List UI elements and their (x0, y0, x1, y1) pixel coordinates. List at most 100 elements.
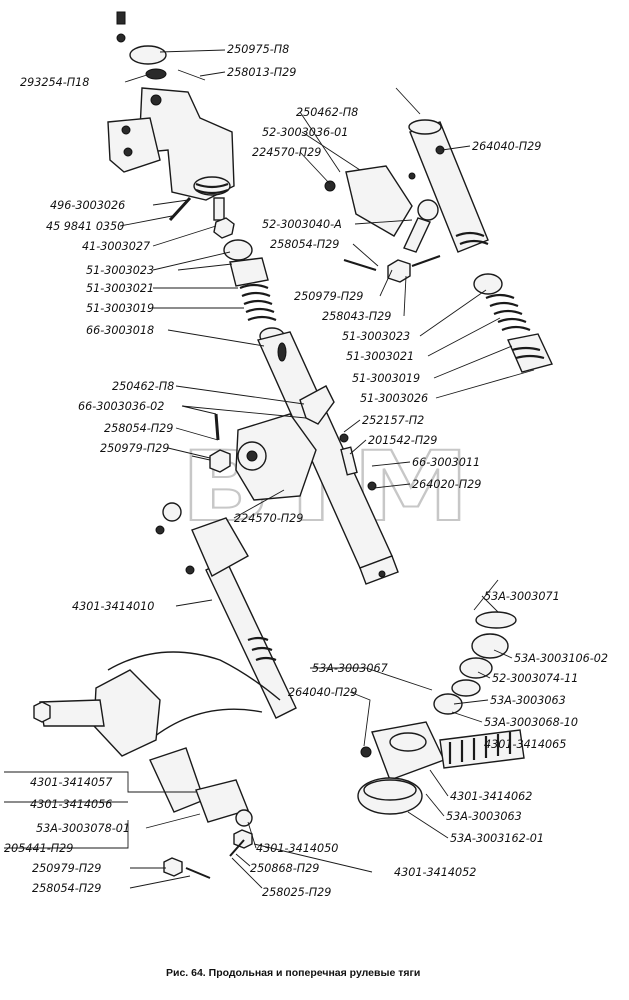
callout-label: 52-3003074-11 (492, 672, 578, 685)
ball-pin-ball-part (417, 199, 439, 221)
rod-clamp-ball-part (162, 502, 182, 522)
callout-label: 4301-3414065 (484, 738, 566, 751)
yoke-plate-part (299, 385, 335, 425)
ball-end-nut-part (233, 829, 253, 849)
cotter-pin-right-part (411, 255, 441, 267)
callout-label: 201542-П29 (368, 434, 437, 447)
callout-label: 264020-П29 (412, 478, 481, 491)
right-fitting-part (367, 481, 377, 491)
tie-rod-end-assembly (357, 579, 525, 815)
dust-boot-rim-part (363, 779, 417, 801)
tie-rod-thread-icon (448, 732, 512, 764)
right-cylinder-cap-part (408, 119, 442, 135)
callout-label: 53А-3003162-01 (450, 832, 544, 845)
callout-label: 51-3003026 (360, 392, 428, 405)
right-cup-part (473, 273, 503, 295)
knuckle-flange-part (93, 669, 161, 757)
callout-label: 224570-П29 (252, 146, 321, 159)
callout-label: 53А-3003071 (484, 590, 560, 603)
figure-caption: Рис. 64. Продольная и поперечная рулевые… (166, 967, 420, 979)
tube-end-part (359, 555, 399, 585)
right-upper-assembly (324, 87, 553, 373)
callout-label: 264040-П29 (472, 140, 541, 153)
callout-label: 51-3003021 (346, 350, 414, 363)
callout-label: 496-3003026 (50, 199, 125, 212)
top-cotter-pin-part (177, 69, 206, 81)
socket-nut-part (209, 449, 231, 473)
right-bolt-part (340, 446, 358, 476)
tie-rod-fitting-part (360, 746, 372, 758)
callout-labels: 250975-П8 258013-П29 293254-П18 250462-П… (4, 43, 608, 899)
callout-label: 51-3003019 (86, 302, 154, 315)
cover-bolt-icon (324, 180, 336, 192)
retaining-ring-part (475, 611, 517, 629)
callout-label: 51-3003021 (86, 282, 154, 295)
socket-center-icon (246, 450, 258, 462)
ball-seat-part (433, 693, 463, 715)
callout-label: 264040-П29 (288, 686, 357, 699)
callout-label: 252157-П2 (362, 414, 424, 427)
knuckle-arm-part (107, 651, 281, 701)
socket-bolt-part (214, 413, 220, 441)
rod-thread-icon (247, 636, 277, 662)
callout-label: 258054-П29 (32, 882, 101, 895)
callout-label: 53А-3003063 (490, 694, 566, 707)
callout-label: 293254-П18 (20, 76, 89, 89)
callout-label: 258013-П29 (227, 66, 296, 79)
cover-plate-part (345, 165, 413, 237)
right-spring-part (485, 293, 531, 332)
callout-label: 250979-П29 (294, 290, 363, 303)
leader-lines (4, 49, 535, 889)
callout-label: 66-3003036-02 (78, 400, 164, 413)
stem-part (213, 197, 225, 221)
upper-seat-part (229, 257, 269, 287)
callout-label: 41-3003027 (82, 240, 151, 253)
cover-hole-icon (408, 172, 416, 180)
callout-label: 53А-3003068-10 (484, 716, 578, 729)
lower-nut-part (163, 857, 183, 877)
callout-label: 4301-3414057 (30, 776, 113, 789)
rod-clamp-bolt-icon (185, 565, 195, 575)
knuckle-body-part (149, 747, 205, 813)
callout-label: 250979-П29 (32, 862, 101, 875)
callout-label: 4301-3414052 (394, 866, 476, 879)
callout-label: 52-3003040-А (262, 218, 342, 231)
ball-end-group (163, 779, 253, 879)
rod-clamp-part (191, 517, 249, 577)
callout-label: 250975-П8 (227, 43, 289, 56)
callout-label: 258054-П29 (104, 422, 173, 435)
upper-spring-part (239, 283, 277, 322)
callout-label: 53А-3003067 (312, 662, 389, 675)
callout-label: 4301-3414056 (30, 798, 112, 811)
right-plug-thread-icon (511, 346, 545, 360)
axis-line (473, 579, 499, 611)
callout-label: 250462-П8 (296, 106, 358, 119)
callout-label: 51-3003023 (86, 264, 154, 277)
bracket-thread-icon (195, 182, 229, 195)
tube-end-hole-icon (378, 570, 386, 578)
ball-end-pin-part (229, 839, 245, 857)
callout-label: 53А-3003106-02 (514, 652, 608, 665)
callout-label: 4301-3414010 (72, 600, 154, 613)
lug-hole-icon (123, 147, 133, 157)
callout-label: 51-3003019 (352, 372, 420, 385)
callout-label: 4301-3414062 (450, 790, 532, 803)
knuckle-arm-lower-part (149, 708, 263, 741)
callout-label: 205441-П29 (4, 842, 73, 855)
callout-label: 250979-П29 (100, 442, 169, 455)
longitudinal-rod-assembly (107, 11, 399, 585)
ball-end-body-part (195, 779, 249, 823)
tube-slot-icon (277, 342, 287, 362)
spindle-nut-part (33, 701, 51, 723)
tie-rod-end-bore-part (389, 732, 427, 752)
transverse-rod-assembly (33, 502, 297, 813)
spring-part (451, 679, 481, 697)
callout-label: 258025-П29 (262, 886, 331, 899)
callout-label: 53А-3003078-01 (36, 822, 130, 835)
top-plug-part (471, 633, 509, 659)
bracket-lug-part (107, 117, 161, 173)
spring-seat-part (459, 657, 493, 679)
socket-cotter-part (191, 455, 211, 461)
callout-label: 45 9841 0350 (46, 220, 124, 233)
